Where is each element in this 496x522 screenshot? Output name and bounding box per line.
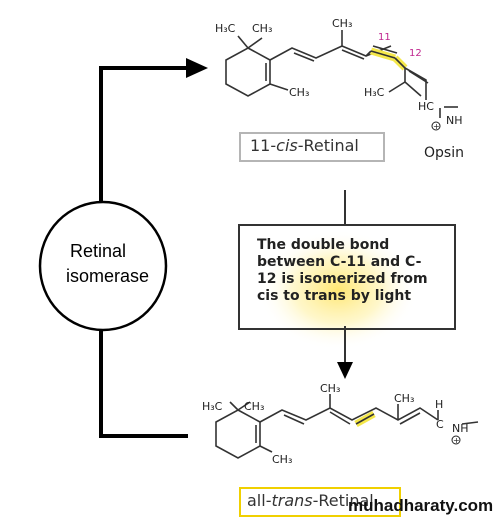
bottom-methyl-chain-1: CH₃ (320, 382, 340, 395)
arrow-to-bottom-molecule (337, 362, 353, 379)
enzyme-ellipse (38, 200, 168, 332)
carbon-12-label: 12 (409, 48, 422, 59)
top-methyl-ring-bottom: CH₃ (289, 86, 309, 99)
bottom-imine-carbon: C (436, 418, 444, 431)
light-glow (258, 230, 418, 350)
opsin-label: Opsin (424, 145, 464, 161)
top-methyl-chain-2: H₃C (364, 86, 385, 99)
bottom-name-suffix: -Retinal (312, 491, 374, 510)
bottom-methyl-ring-bottom: CH₃ (272, 453, 292, 466)
arrow-to-top-molecule (186, 58, 208, 78)
flow-line-up (99, 66, 188, 202)
enzyme-label-line1: Retinal (70, 241, 127, 261)
top-name-italic: cis (276, 136, 298, 155)
bottom-imine-nitrogen: NH (452, 422, 469, 435)
top-molecule-name-box (239, 132, 385, 162)
top-molecule-structure (225, 30, 458, 118)
note-line-1: The double bond (257, 237, 390, 253)
note-line-3: 12 is isomerized from (257, 271, 428, 287)
bottom-methyl-chain-2: CH₃ (394, 392, 414, 405)
bottom-molecule-name: all-trans-Retinal (247, 491, 374, 510)
top-imine-carbon: HC (418, 100, 434, 113)
top-name-prefix: 11- (250, 136, 277, 155)
enzyme-label-line2: isomerase (66, 266, 150, 286)
flow-line-down (99, 330, 188, 438)
bottom-molecule-structure (215, 394, 479, 459)
top-charge-circle (431, 121, 441, 131)
bottom-charge-circle (451, 435, 461, 445)
note-line-2: between C-11 and C- (257, 254, 422, 270)
bottom-ring (215, 409, 261, 459)
top-methyl-ring-top: CH₃ (252, 22, 272, 35)
top-imine-nitrogen: NH (446, 114, 463, 127)
bottom-imine-h: H (435, 398, 443, 411)
note-box (238, 224, 456, 330)
bottom-name-prefix: all- (247, 491, 272, 510)
watermark: muhadharaty.com (348, 496, 494, 515)
bottom-name-italic: trans (271, 491, 313, 510)
bottom-charge-sign: + (453, 436, 460, 445)
carbon-11-label: 11 (378, 32, 391, 43)
top-ring (225, 47, 271, 97)
top-molecule-name: 11-cis-Retinal (250, 136, 359, 155)
top-methyl-chain-1: CH₃ (332, 17, 352, 30)
top-methyl-left: H₃C (215, 22, 236, 35)
top-charge-sign: + (433, 122, 440, 131)
bottom-molecule-name-box (239, 487, 401, 517)
top-name-suffix: -Retinal (297, 136, 359, 155)
bottom-methyl-ring-top: CH₃ (244, 400, 264, 413)
note-line-4: cis to trans by light (257, 288, 412, 304)
bottom-methyl-left: H₃C (202, 400, 223, 413)
